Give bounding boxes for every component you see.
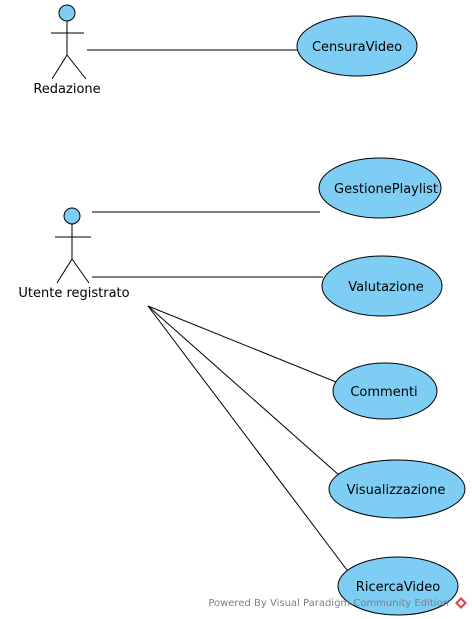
association-utente-commenti [147, 305, 337, 383]
use-case-censura-video[interactable]: CensuraVideo [296, 15, 418, 77]
use-case-ellipse [321, 255, 443, 317]
actor-redazione[interactable]: Redazione [33, 4, 101, 97]
actor-right-leg [71, 258, 90, 284]
use-case-label: Valutazione [348, 280, 423, 295]
use-case-ellipse [337, 556, 459, 616]
use-case-ricerca-video[interactable]: RicercaVideo [337, 556, 459, 616]
actor-left-leg [51, 54, 68, 80]
use-case-label: RicercaVideo [356, 580, 440, 595]
visual-paradigm-logo-icon [455, 597, 467, 609]
actor-label: Redazione [33, 82, 100, 97]
actor-head [58, 4, 76, 22]
actor-right-leg [66, 54, 87, 80]
use-case-ellipse [332, 362, 438, 420]
use-case-commenti[interactable]: Commenti [332, 362, 438, 420]
watermark: Powered By Visual Paradigm Community Edi… [208, 597, 467, 609]
use-case-label: Commenti [350, 385, 417, 400]
actor-head [63, 207, 81, 225]
use-case-label: GestionePlaylist [334, 182, 438, 197]
use-case-gestione-playlist[interactable]: GestionePlaylist [318, 157, 442, 219]
associations [87, 49, 351, 575]
use-case-valutazione[interactable]: Valutazione [321, 255, 443, 317]
use-case-visualizzazione[interactable]: Visualizzazione [328, 459, 466, 519]
watermark-text: Powered By Visual Paradigm Community Edi… [208, 598, 449, 609]
use-case-label: CensuraVideo [312, 40, 402, 55]
actor-utente-registrato[interactable]: Utente registrato [18, 207, 130, 301]
use-case-label: Visualizzazione [347, 483, 446, 498]
use-case-ellipse [296, 15, 418, 77]
association-utente-visualizzazione [147, 305, 341, 477]
association-utente-ricerca [147, 305, 351, 575]
actor-label: Utente registrato [18, 286, 129, 301]
actor-left-leg [56, 258, 73, 284]
use-case-ellipse [328, 459, 466, 519]
use-case-ellipse [318, 157, 442, 219]
